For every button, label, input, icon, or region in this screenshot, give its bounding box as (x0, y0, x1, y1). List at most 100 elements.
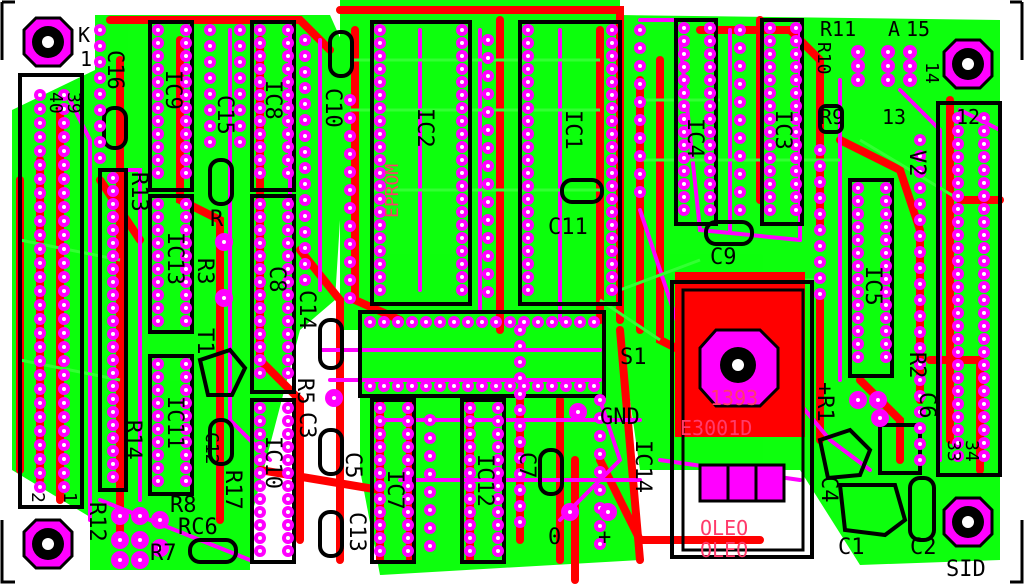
ic13-outline (148, 194, 194, 334)
pad-drill (156, 427, 160, 431)
pad-drill (768, 39, 772, 43)
pad-drill (286, 536, 290, 540)
pad-drill (424, 320, 428, 324)
pad-drill (258, 497, 262, 501)
pad-drill (956, 415, 960, 419)
pad-drill (918, 394, 922, 398)
pad-drill (406, 458, 410, 462)
regulator-mount-drill (732, 359, 744, 371)
pad-drill (466, 384, 470, 388)
pad-drill (118, 558, 122, 562)
pad-drill (610, 249, 614, 253)
pad-drill (856, 199, 860, 203)
pad-drill (708, 143, 712, 147)
pad-drill (348, 170, 352, 174)
pad-drill (956, 168, 960, 172)
pad-drill (208, 92, 212, 96)
pad-drill (522, 320, 526, 324)
pad-drill (708, 52, 712, 56)
pad-drill (62, 415, 66, 419)
pad-drill (460, 93, 464, 97)
pad-drill (378, 458, 382, 462)
label-c15: C15 (212, 95, 237, 135)
pad-drill (536, 320, 540, 324)
pad-drill (568, 510, 572, 514)
pad-drill (286, 445, 290, 449)
pad-drill (918, 170, 922, 174)
pad-drill (518, 520, 522, 524)
pad-drill (258, 371, 262, 375)
pad-drill (258, 67, 262, 71)
pad-drill (460, 171, 464, 175)
pad-drill (62, 191, 66, 195)
pad-drill (522, 384, 526, 388)
pad-drill (303, 198, 307, 202)
pad-drill (156, 254, 160, 258)
pad-drill (918, 234, 922, 238)
pad-drill (878, 416, 882, 420)
pad-drill (486, 218, 490, 222)
label-r14: R14 (120, 420, 145, 460)
pad-drill (918, 346, 922, 350)
pad-drill (258, 145, 262, 149)
pad-drill (156, 241, 160, 245)
pad-drill (768, 104, 772, 108)
pad-drill (111, 345, 115, 349)
pad-drill (564, 384, 568, 388)
pad-drill (610, 223, 614, 227)
label-ic3: IC3 (770, 110, 795, 150)
pad-drill (38, 457, 42, 461)
pad-drill (918, 442, 922, 446)
pad-drill (468, 536, 472, 540)
pad-drill (818, 148, 822, 152)
pad-drill (156, 54, 160, 58)
pad-drill (138, 538, 142, 542)
pad-drill (884, 316, 888, 320)
pad-drill (526, 145, 530, 149)
pad-drill (592, 384, 596, 388)
pad-drill (286, 54, 290, 58)
pad-drill (526, 132, 530, 136)
pad-drill (406, 510, 410, 514)
pad-drill (138, 558, 142, 562)
pad-drill (156, 145, 160, 149)
pad-drill (38, 261, 42, 265)
pad-drill (156, 414, 160, 418)
pad-drill (286, 510, 290, 514)
pad-drill (918, 458, 922, 462)
pad-drill (738, 118, 742, 122)
pad-drill (98, 140, 102, 144)
pad-drill (884, 290, 888, 294)
pad-drill (62, 247, 66, 251)
pad-drill (468, 523, 472, 527)
pad-drill (62, 135, 66, 139)
pad-drill (496, 406, 500, 410)
pad-drill (378, 275, 382, 279)
pad-drill (382, 320, 386, 324)
small-component-outlines (102, 30, 936, 564)
pad-drill (886, 64, 890, 68)
pad-drill (918, 186, 922, 190)
pad-drill (38, 303, 42, 307)
pad-drill (38, 373, 42, 377)
pad-drill (738, 172, 742, 176)
label-n1: 1 (59, 492, 80, 503)
pad-drill (794, 52, 798, 56)
pad-drill (818, 260, 822, 264)
pad-drill (348, 116, 352, 120)
pad-drill (98, 60, 102, 64)
pad-drill (62, 107, 66, 111)
pad-drill (794, 143, 798, 147)
pad-drill (818, 164, 822, 168)
pad-drill (286, 132, 290, 136)
pad-drill (526, 93, 530, 97)
pad-drill (258, 93, 262, 97)
pad-drill (856, 329, 860, 333)
pad-drill (62, 261, 66, 265)
pad-drill (378, 197, 382, 201)
pad-drill (918, 202, 922, 206)
pad-drill (156, 202, 160, 206)
pad-drill (708, 195, 712, 199)
